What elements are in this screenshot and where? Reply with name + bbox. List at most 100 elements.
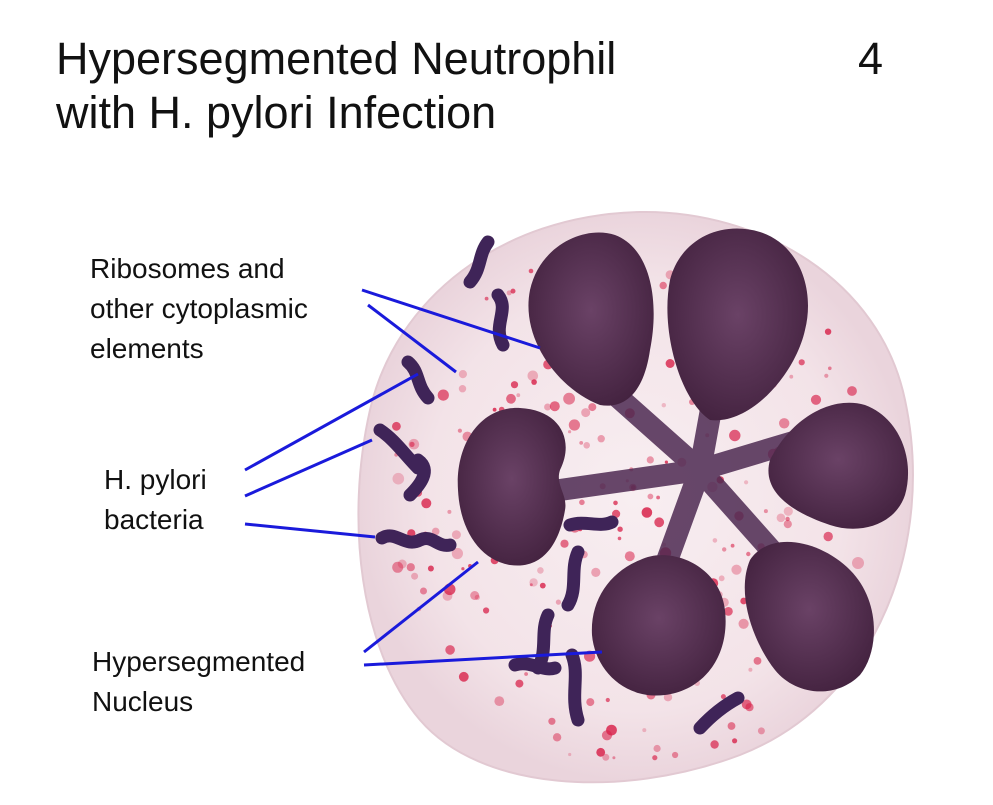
granule <box>579 499 585 506</box>
granule <box>810 394 822 405</box>
granule <box>548 717 556 725</box>
granule <box>458 370 467 379</box>
granule <box>612 756 616 760</box>
granule <box>712 538 718 543</box>
granule <box>722 547 727 552</box>
granule <box>474 594 480 600</box>
figure-title: Hypersegmented Neutrophil with H. pylori… <box>56 32 756 140</box>
leader-line-bacteria-3 <box>244 522 376 539</box>
granule <box>661 403 666 408</box>
granule <box>524 672 528 676</box>
granule <box>451 530 461 540</box>
granule <box>665 359 675 368</box>
leader-line-ribosomes-2 <box>367 303 457 374</box>
granule <box>789 374 794 379</box>
granule <box>537 567 544 574</box>
granule <box>617 526 623 532</box>
granule <box>730 543 735 548</box>
granule <box>641 507 653 518</box>
nucleus-lobe <box>457 407 566 566</box>
granule <box>516 393 521 398</box>
bacterium <box>375 529 457 552</box>
bacterium <box>491 288 510 352</box>
granule <box>451 547 463 560</box>
granule <box>539 582 546 589</box>
granule <box>510 288 516 294</box>
granule <box>563 392 575 405</box>
granule <box>672 751 679 759</box>
granule <box>461 567 465 571</box>
leader-line-bacteria-2 <box>244 438 373 498</box>
granule <box>583 442 590 449</box>
granule <box>484 296 489 301</box>
label-h-pylori-bacteria: H. pylori bacteria <box>104 464 207 535</box>
granule <box>515 679 524 688</box>
granule <box>828 366 832 371</box>
granule <box>529 578 538 587</box>
granule <box>420 587 427 595</box>
nucleus-lobe <box>591 555 726 696</box>
granule <box>783 520 792 529</box>
granule <box>494 696 505 706</box>
granule <box>470 591 480 600</box>
granule <box>727 722 736 730</box>
title-line-1: Hypersegmented Neutrophil <box>56 33 617 84</box>
nucleus-lobe <box>744 541 874 692</box>
granule <box>457 428 462 433</box>
label-hypersegmented-nucleus: Hypersegmented Nucleus <box>92 646 306 717</box>
granule <box>613 500 618 506</box>
granule <box>646 456 654 464</box>
granule <box>506 393 516 404</box>
granule <box>852 557 864 569</box>
granule <box>601 730 613 741</box>
label-ribosomes: Ribosomes and other cytoplasmic elements <box>90 253 308 364</box>
nucleus-lobe <box>528 232 654 406</box>
granule <box>568 419 581 431</box>
leader-line-nucleus-2 <box>363 650 603 667</box>
granule <box>785 516 790 522</box>
granule <box>581 408 591 418</box>
granule <box>568 752 572 757</box>
granule <box>776 513 786 523</box>
granule <box>744 480 749 485</box>
granule <box>654 517 665 528</box>
granule <box>392 421 401 431</box>
granule <box>431 527 440 536</box>
granule <box>729 429 741 442</box>
granule <box>544 403 552 411</box>
granule <box>624 551 635 562</box>
granule <box>555 599 562 605</box>
granule <box>823 531 833 542</box>
hypersegmented-nucleus <box>457 228 909 696</box>
granule <box>411 572 419 580</box>
granule <box>732 738 738 744</box>
granule <box>406 563 415 572</box>
bacterium <box>693 691 745 735</box>
granule <box>442 591 453 601</box>
granule <box>659 281 667 290</box>
nucleus-lobe <box>768 402 909 529</box>
granule <box>586 698 595 707</box>
granule <box>847 386 857 396</box>
h-pylori-bacteria <box>373 235 745 735</box>
granule <box>605 697 610 703</box>
granule <box>458 671 469 682</box>
granule <box>617 536 622 541</box>
granule <box>397 559 407 569</box>
granule <box>447 509 452 514</box>
granule <box>753 657 762 665</box>
granule <box>528 268 534 274</box>
granule <box>779 418 790 429</box>
granule <box>642 728 647 733</box>
granule <box>531 379 537 385</box>
bacterium <box>565 648 585 727</box>
granule <box>757 727 765 735</box>
leader-lines <box>244 288 603 667</box>
granule <box>588 403 597 412</box>
granule <box>392 561 404 573</box>
leader-line-bacteria-1 <box>244 372 419 472</box>
granule <box>579 441 584 445</box>
granule <box>731 564 742 575</box>
granule <box>529 583 533 587</box>
granule <box>409 441 415 447</box>
